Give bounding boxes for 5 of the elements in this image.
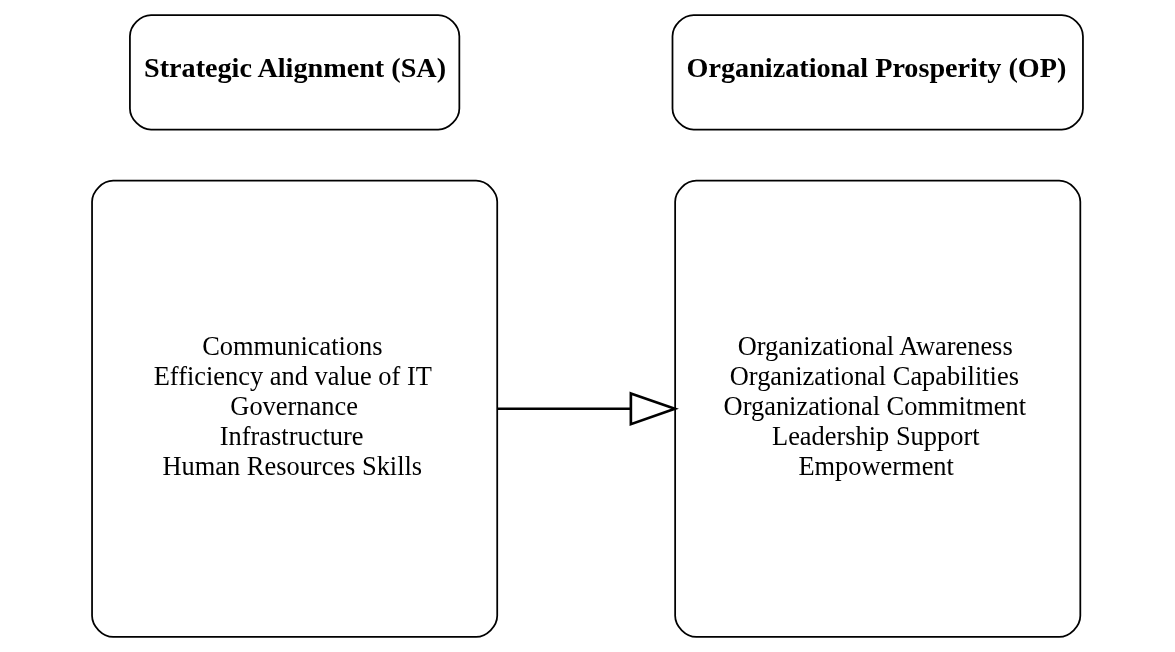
node-box: Organizational Prosperity (OP) (671, 14, 1084, 131)
node-box: Organizational Awareness Organizational Capabilities Organizational Commitment Leadership Support Empowerment (674, 179, 1082, 638)
node-box: Strategic Alignment (SA) (129, 14, 461, 131)
node-box: Communications Efficiency and value of IT Governance Infrastructure Human Resources Skills (91, 179, 499, 638)
arrow (497, 391, 679, 427)
